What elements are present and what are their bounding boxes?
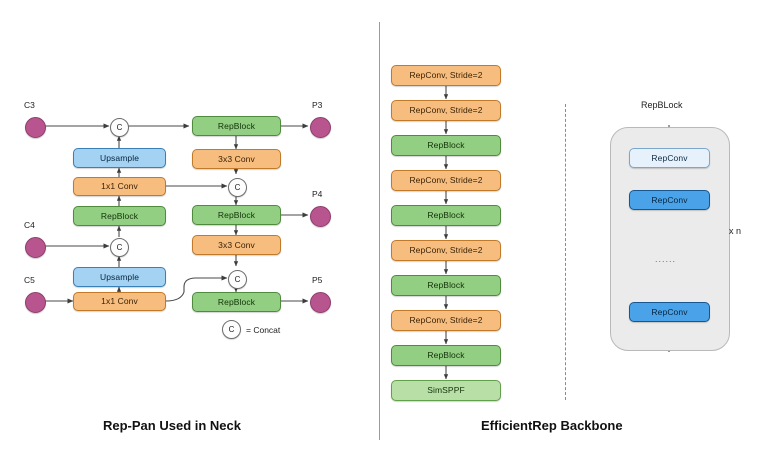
repblock-repeat-label: x n bbox=[729, 226, 742, 236]
neck-block-repblock-p3[interactable]: RepBlock bbox=[192, 116, 281, 136]
backbone-block-b1[interactable]: RepConv, Stride=2 bbox=[391, 65, 501, 86]
input-dot-c3 bbox=[25, 117, 46, 138]
backbone-block-b6[interactable]: RepConv, Stride=2 bbox=[391, 240, 501, 261]
backbone-block-b5[interactable]: RepBlock bbox=[391, 205, 501, 226]
concat-node-c3[interactable]: C bbox=[110, 118, 129, 137]
backbone-block-b3[interactable]: RepBlock bbox=[391, 135, 501, 156]
output-dot-p4 bbox=[310, 206, 331, 227]
concat-legend: C = Concat bbox=[222, 320, 280, 339]
repblock-detail-title: RepBLock bbox=[641, 100, 683, 110]
output-label-p3: P3 bbox=[312, 100, 323, 110]
concat-node-c4[interactable]: C bbox=[110, 238, 129, 257]
repblock-detail-rc3[interactable]: RepConv bbox=[629, 302, 710, 322]
neck-block-conv3x3-2[interactable]: 3x3 Conv bbox=[192, 235, 281, 255]
caption-neck: Rep-Pan Used in Neck bbox=[103, 418, 241, 433]
input-label-c3: C3 bbox=[24, 100, 35, 110]
neck-block-upsample-bottom[interactable]: Upsample bbox=[73, 267, 166, 287]
repblock-detail-ellipsis: ...... bbox=[655, 254, 677, 264]
output-dot-p3 bbox=[310, 117, 331, 138]
neck-block-conv1x1-top[interactable]: 1x1 Conv bbox=[73, 177, 166, 196]
concat-legend-icon: C bbox=[222, 320, 241, 339]
backbone-block-b7[interactable]: RepBlock bbox=[391, 275, 501, 296]
concat-legend-text: = Concat bbox=[246, 324, 281, 335]
input-label-c4: C4 bbox=[24, 220, 35, 230]
repblock-detail-rc1[interactable]: RepConv bbox=[629, 148, 710, 168]
input-dot-c4 bbox=[25, 237, 46, 258]
caption-backbone: EfficientRep Backbone bbox=[481, 418, 623, 433]
backbone-block-b9[interactable]: RepBlock bbox=[391, 345, 501, 366]
neck-block-repblock-p5[interactable]: RepBlock bbox=[192, 292, 281, 312]
backbone-block-b8[interactable]: RepConv, Stride=2 bbox=[391, 310, 501, 331]
divider-backbone-repblock bbox=[565, 104, 566, 400]
input-dot-c5 bbox=[25, 292, 46, 313]
concat-node-p5[interactable]: C bbox=[228, 270, 247, 289]
neck-block-repblock-p4[interactable]: RepBlock bbox=[192, 205, 281, 225]
repblock-detail-rc2[interactable]: RepConv bbox=[629, 190, 710, 210]
neck-block-conv3x3-1[interactable]: 3x3 Conv bbox=[192, 149, 281, 169]
backbone-block-b4[interactable]: RepConv, Stride=2 bbox=[391, 170, 501, 191]
divider-neck-backbone bbox=[379, 22, 380, 440]
output-label-p5: P5 bbox=[312, 275, 323, 285]
neck-block-upsample-top[interactable]: Upsample bbox=[73, 148, 166, 168]
backbone-block-b2[interactable]: RepConv, Stride=2 bbox=[391, 100, 501, 121]
input-label-c5: C5 bbox=[24, 275, 35, 285]
backbone-block-b10[interactable]: SimSPPF bbox=[391, 380, 501, 401]
output-label-p4: P4 bbox=[312, 189, 323, 199]
neck-block-conv1x1-bottom[interactable]: 1x1 Conv bbox=[73, 292, 166, 311]
concat-node-p4[interactable]: C bbox=[228, 178, 247, 197]
output-dot-p5 bbox=[310, 292, 331, 313]
neck-block-repblock-left[interactable]: RepBlock bbox=[73, 206, 166, 226]
